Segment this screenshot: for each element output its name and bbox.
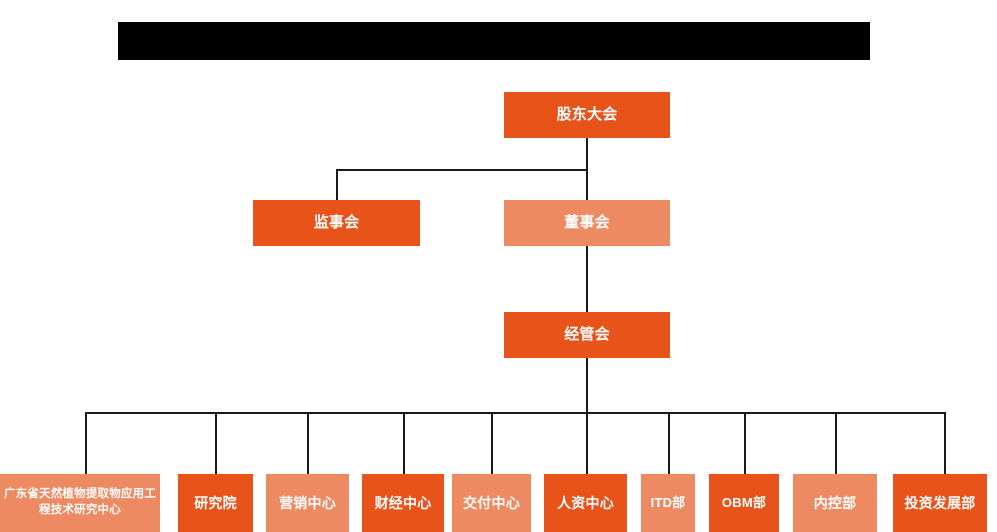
connector-directors-down bbox=[586, 169, 588, 201]
connector-drop-9 bbox=[835, 412, 837, 475]
node-label: OBM部 bbox=[721, 495, 767, 511]
connector-shareholders-down bbox=[586, 138, 588, 171]
connector-drop-1 bbox=[85, 412, 87, 475]
node-board-of-supervisors[interactable]: 监事会 bbox=[253, 200, 420, 246]
connector-department-bus bbox=[85, 412, 946, 414]
node-label: 交付中心 bbox=[463, 494, 520, 511]
node-department-5[interactable]: 交付中心 bbox=[452, 474, 531, 532]
node-department-7[interactable]: ITD部 bbox=[641, 474, 695, 532]
node-department-4[interactable]: 财经中心 bbox=[362, 474, 444, 532]
node-department-1[interactable]: 广东省天然植物提取物应用工程技术研究中心 bbox=[0, 474, 160, 532]
node-department-10[interactable]: 投资发展部 bbox=[893, 474, 987, 532]
connector-drop-10 bbox=[944, 412, 946, 475]
connector-drop-6 bbox=[586, 412, 588, 475]
node-board-of-directors[interactable]: 董事会 bbox=[504, 200, 670, 246]
node-label: 人资中心 bbox=[557, 494, 614, 511]
node-management-committee[interactable]: 经管会 bbox=[504, 312, 670, 358]
node-label: 研究院 bbox=[194, 494, 237, 511]
connector-drop-5 bbox=[491, 412, 493, 475]
node-label: 经管会 bbox=[564, 326, 610, 344]
connector-drop-2 bbox=[215, 412, 217, 475]
connector-supervisors-down bbox=[336, 169, 338, 201]
node-label: 财经中心 bbox=[374, 494, 432, 511]
node-shareholders-meeting[interactable]: 股东大会 bbox=[504, 92, 670, 138]
node-department-8[interactable]: OBM部 bbox=[709, 474, 779, 532]
node-label: 广东省天然植物提取物应用工程技术研究中心 bbox=[3, 488, 157, 516]
node-label: 董事会 bbox=[564, 214, 610, 232]
node-department-2[interactable]: 研究院 bbox=[178, 474, 253, 532]
connector-management-down bbox=[586, 358, 588, 414]
node-department-6[interactable]: 人资中心 bbox=[544, 474, 627, 532]
node-label: 内控部 bbox=[813, 494, 857, 511]
connector-drop-3 bbox=[307, 412, 309, 475]
node-label: 营销中心 bbox=[279, 494, 336, 511]
node-label: 投资发展部 bbox=[904, 494, 976, 511]
redacted-title-bar bbox=[118, 22, 870, 60]
connector-drop-4 bbox=[403, 412, 405, 475]
connector-directors-to-management bbox=[586, 246, 588, 313]
node-label: ITD部 bbox=[650, 495, 686, 511]
node-label: 股东大会 bbox=[556, 106, 618, 124]
node-department-9[interactable]: 内控部 bbox=[793, 474, 877, 532]
connector-supervisors-bus bbox=[336, 169, 588, 171]
connector-drop-7 bbox=[668, 412, 670, 475]
node-label: 监事会 bbox=[313, 214, 360, 232]
connector-drop-8 bbox=[744, 412, 746, 475]
node-department-3[interactable]: 营销中心 bbox=[266, 474, 349, 532]
